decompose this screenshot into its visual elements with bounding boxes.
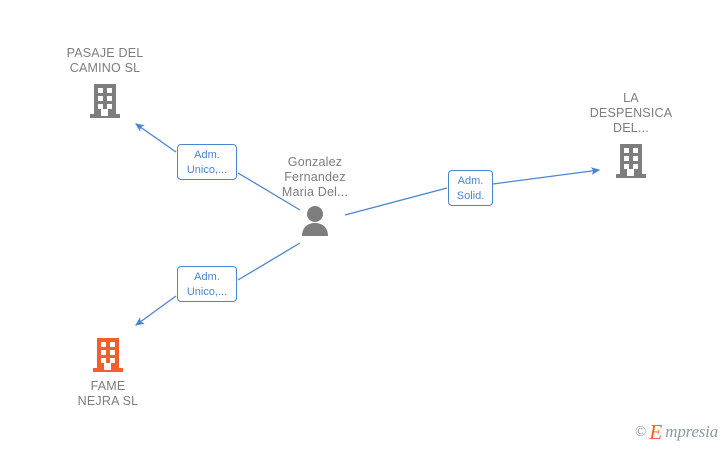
watermark-brand-initial: E <box>649 420 663 444</box>
watermark: © E mpresia <box>635 420 718 444</box>
person-icon <box>302 206 328 236</box>
copyright-icon: © <box>635 423 647 440</box>
node-label-pasaje-del-camino: PASAJE DEL CAMINO SL <box>66 46 144 75</box>
node-label-la-despensica-del: LA DESPENSICA DEL... <box>589 91 673 135</box>
node-label-fame-nejra: FAME NEJRA SL <box>77 379 139 408</box>
edge-arrow-adm-unico-fame-to-company <box>134 295 177 326</box>
edge-line-gonzalez-to-adm-unico-fame <box>237 242 301 281</box>
edge-label-adm-unico-pasaje[interactable]: Adm. Unico,... <box>177 144 237 180</box>
node-fame-nejra[interactable]: FAME NEJRA SL <box>48 336 168 409</box>
node-label-gonzalez-fernandez: Gonzalez Fernandez Maria Del... <box>281 155 349 199</box>
edge-arrow-adm-unico-pasaje-to-company <box>134 123 177 153</box>
edge-line-gonzalez-to-adm-unico-pasaje <box>237 172 301 211</box>
node-la-despensica-del[interactable]: LA DESPENSICA DEL... <box>571 91 691 180</box>
building-icon <box>616 144 646 178</box>
edge-line-gonzalez-to-adm-solid <box>344 187 448 216</box>
edge-label-adm-solid-despensica[interactable]: Adm. Solid. <box>448 170 493 206</box>
watermark-brand-name: mpresia <box>665 422 718 441</box>
building-icon <box>90 84 120 118</box>
edge-label-adm-unico-fame[interactable]: Adm. Unico,... <box>177 266 237 302</box>
node-gonzalez-fernandez[interactable]: Gonzalez Fernandez Maria Del... <box>255 155 375 237</box>
building-icon <box>93 338 123 372</box>
node-pasaje-del-camino[interactable]: PASAJE DEL CAMINO SL <box>45 46 165 120</box>
edge-arrow-adm-solid-to-despensica <box>492 167 601 185</box>
